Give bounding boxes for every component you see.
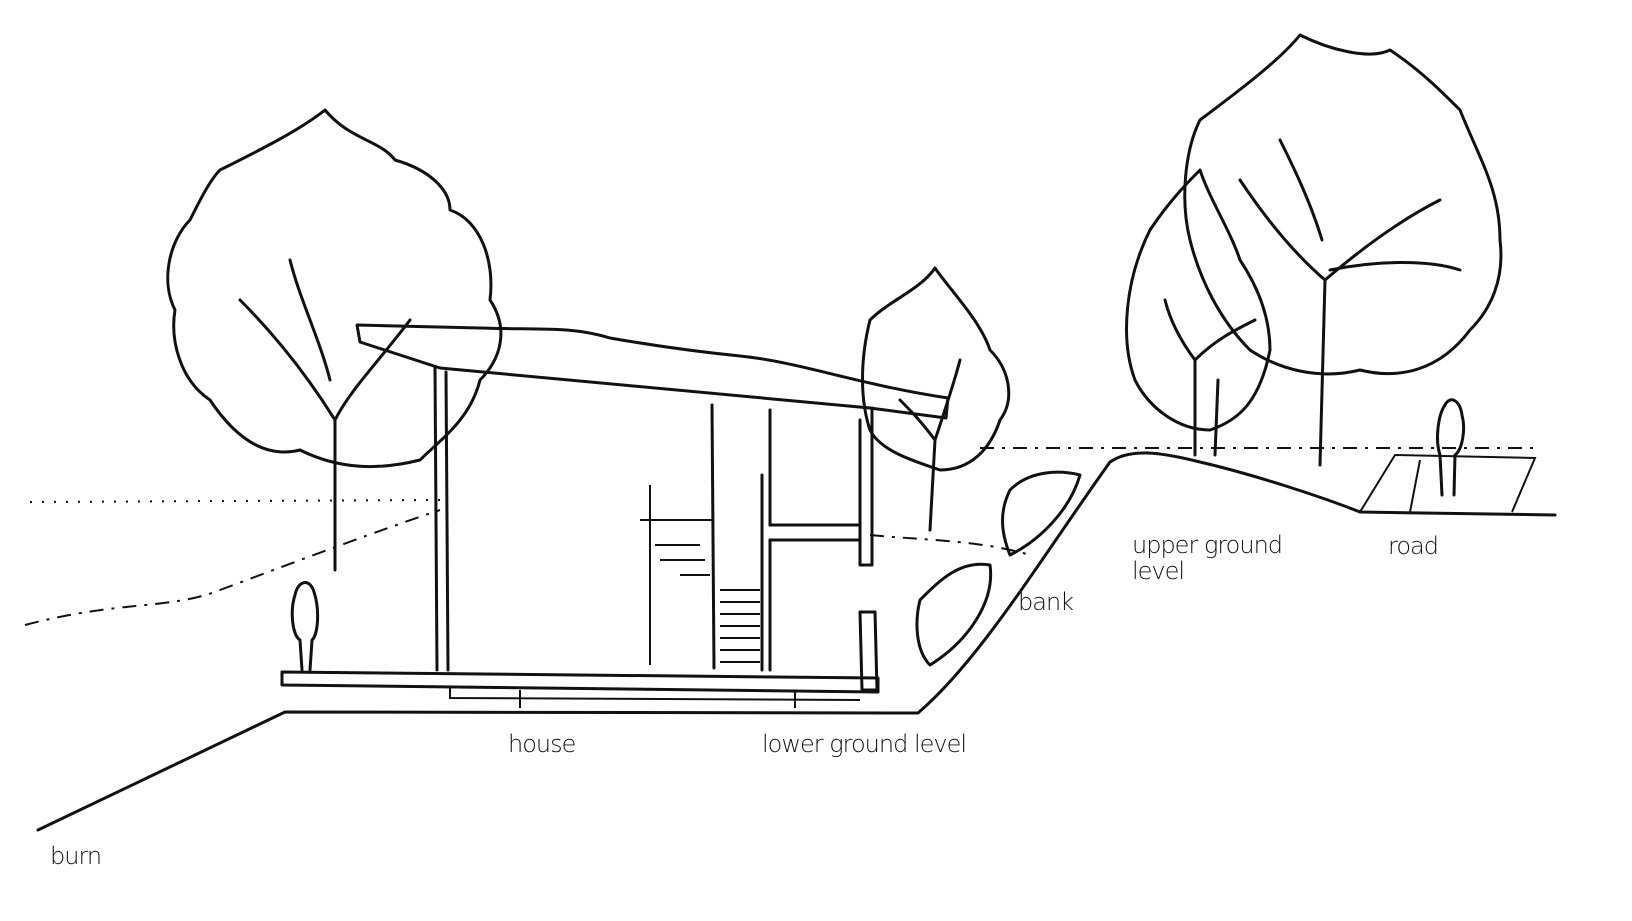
floor-slab [280,670,880,694]
label-lower-ground-level: lower ground level [762,730,967,758]
house-roof [355,323,950,420]
house-wall-left [433,366,450,672]
house-wall-right [858,406,879,692]
label-house: house [508,730,576,758]
label-burn: burn [50,842,102,870]
label-upper-ground-line1: upper ground [1132,531,1283,559]
ground-line [36,451,1557,832]
shrub-bank [915,470,1082,667]
label-road: road [1388,532,1439,560]
tree-right-large [1183,33,1503,467]
person-figure-right [1436,398,1466,497]
tree-right-small [1125,168,1272,457]
upper-floor [768,523,862,542]
horizon-line-left [29,499,441,503]
label-upper-ground-level: upper ground level [1132,531,1283,585]
foundations [449,688,861,708]
label-upper-ground-line2: level [1132,557,1185,585]
distant-ground-line-right [869,534,1031,556]
road-paving [1359,453,1537,513]
person-figure-left [290,581,320,672]
distant-ground-line [24,509,441,626]
internal-wall [710,403,772,672]
tree-left [166,108,503,572]
stair [640,485,760,665]
label-bank: bank [1018,588,1074,616]
tree-middle [861,266,1011,532]
